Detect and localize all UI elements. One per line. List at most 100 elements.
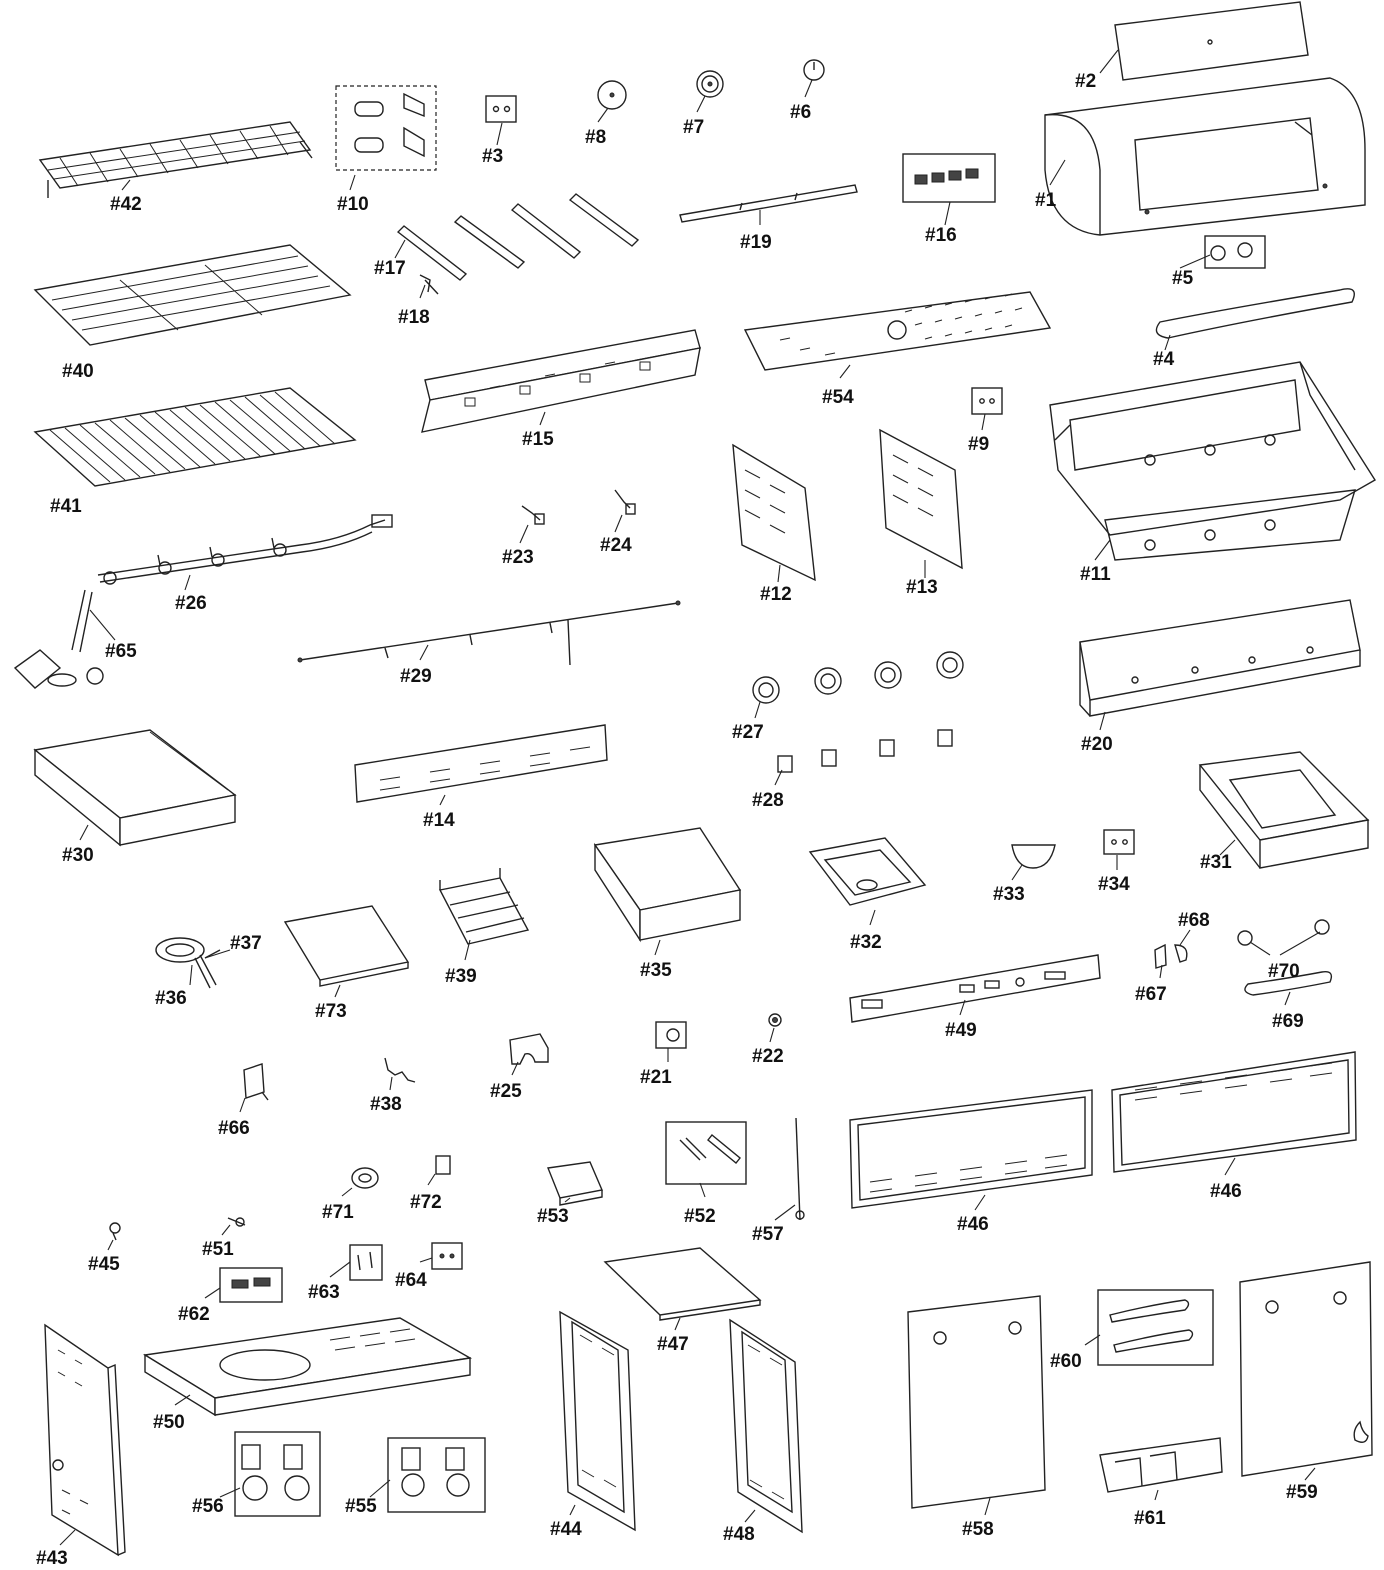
part-34-bracket xyxy=(1103,829,1135,855)
label-65: #65 xyxy=(105,641,137,662)
part-23-valve xyxy=(521,505,545,525)
label-68: #68 xyxy=(1178,910,1210,931)
label-43: #43 xyxy=(36,1548,68,1569)
part-51-fitting xyxy=(227,1217,246,1227)
label-33: #33 xyxy=(993,884,1025,905)
label-58: #58 xyxy=(962,1519,994,1540)
label-73: #73 xyxy=(315,1001,347,1022)
part-73-tray xyxy=(283,905,410,987)
label-67: #67 xyxy=(1135,984,1167,1005)
part-32-burner-tray xyxy=(808,837,927,906)
part-27-control-knobs xyxy=(752,651,964,704)
part-9-bracket xyxy=(971,387,1003,415)
label-1: #1 xyxy=(1035,190,1057,211)
label-32: #32 xyxy=(850,932,882,953)
label-51: #51 xyxy=(202,1239,234,1260)
part-66-bracket xyxy=(243,1063,269,1101)
label-48: #48 xyxy=(723,1524,755,1545)
part-21-igniter xyxy=(655,1021,687,1049)
part-13-panel xyxy=(879,428,963,570)
part-48-cart-frame-right xyxy=(729,1318,803,1534)
part-55-locking-casters xyxy=(387,1437,486,1513)
part-44-cart-frame-left xyxy=(559,1310,636,1532)
label-14: #14 xyxy=(423,810,455,831)
label-22: #22 xyxy=(752,1046,784,1067)
part-46-back-panel-left xyxy=(849,1089,1093,1209)
part-25-block xyxy=(509,1033,549,1065)
part-52-latches xyxy=(665,1121,747,1185)
label-34: #34 xyxy=(1098,874,1130,895)
label-55: #55 xyxy=(345,1496,377,1517)
label-18: #18 xyxy=(398,307,430,328)
label-13: #13 xyxy=(906,577,938,598)
part-14-front-rail xyxy=(354,724,608,803)
part-36-side-burner xyxy=(155,937,217,989)
part-67-hinge xyxy=(1154,943,1167,969)
label-59: #59 xyxy=(1286,1482,1318,1503)
label-52: #52 xyxy=(684,1206,716,1227)
label-63: #63 xyxy=(308,1282,340,1303)
label-21: #21 xyxy=(640,1067,672,1088)
part-38-wire xyxy=(384,1057,416,1083)
label-2: #2 xyxy=(1075,71,1096,92)
label-20: #20 xyxy=(1081,734,1113,755)
leader-lines xyxy=(59,49,1321,1546)
part-4-lid-handle xyxy=(1155,288,1355,339)
part-31-side-burner-housing xyxy=(1198,751,1370,869)
part-61-storage-tray xyxy=(1099,1437,1223,1493)
label-46a: #46 xyxy=(957,1214,989,1235)
label-71: #71 xyxy=(322,1202,354,1223)
label-7: #7 xyxy=(683,117,704,138)
part-1-lid xyxy=(1044,77,1366,236)
part-58-left-door xyxy=(907,1295,1046,1509)
label-36: #36 xyxy=(155,988,187,1009)
label-39: #39 xyxy=(445,966,477,987)
part-53-grease-cup xyxy=(547,1161,603,1206)
part-43-cart-side-panel xyxy=(44,1323,126,1557)
label-40: #40 xyxy=(62,361,94,382)
part-54-grease-tray xyxy=(743,291,1052,371)
label-11: #11 xyxy=(1080,564,1111,585)
label-62: #62 xyxy=(178,1304,210,1325)
part-17-burners xyxy=(396,193,640,281)
part-5-bumpers xyxy=(1204,235,1266,269)
part-42-warming-rack xyxy=(38,121,313,198)
part-33-heat-shield xyxy=(1011,844,1056,869)
label-4: #4 xyxy=(1153,349,1175,370)
part-10-hinge-kit xyxy=(335,85,437,171)
label-12: #12 xyxy=(760,584,792,605)
part-labels: #1 #2 #3 #4 #5 #6 #7 #8 #9 #10 #11 #12 #… xyxy=(36,71,1318,1569)
label-38: #38 xyxy=(370,1094,402,1115)
label-61: #61 xyxy=(1134,1508,1166,1529)
label-45: #45 xyxy=(88,1254,120,1275)
label-9: #9 xyxy=(968,434,989,455)
part-64-screws xyxy=(431,1242,463,1270)
label-25: #25 xyxy=(490,1081,522,1102)
part-16-clip-set xyxy=(902,153,996,203)
part-28-knob-bezels xyxy=(777,729,953,773)
label-69: #69 xyxy=(1272,1011,1304,1032)
label-30: #30 xyxy=(62,845,94,866)
part-35-drawer-box xyxy=(593,827,742,943)
label-57: #57 xyxy=(752,1224,784,1245)
label-46b: #46 xyxy=(1210,1181,1242,1202)
part-8-thermometer-bezel xyxy=(597,80,627,110)
part-65-regulator-hose xyxy=(13,589,104,689)
part-60-door-handles xyxy=(1097,1289,1214,1366)
part-39-rack xyxy=(438,868,530,945)
label-60: #60 xyxy=(1050,1351,1082,1372)
label-28: #28 xyxy=(752,790,784,811)
part-50-base-frame xyxy=(142,1317,473,1417)
part-71-knob xyxy=(351,1167,379,1189)
label-15: #15 xyxy=(522,429,554,450)
label-64: #64 xyxy=(395,1270,427,1291)
label-41: #41 xyxy=(50,496,82,517)
part-18-electrode xyxy=(419,274,439,295)
label-24: #24 xyxy=(600,535,632,556)
part-45-fitting xyxy=(109,1222,121,1241)
part-12-panel xyxy=(732,443,816,582)
label-53: #53 xyxy=(537,1206,569,1227)
part-15-heat-tent xyxy=(421,329,701,433)
part-11-firebox xyxy=(1049,361,1376,561)
